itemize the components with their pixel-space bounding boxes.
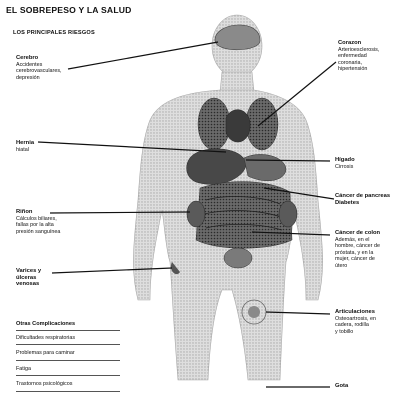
label-gota-name: Gota [335,383,348,390]
label-hernia-name: Hernia [16,140,34,147]
label-articulaciones-detail: Osteoartrosis, en cadera, rodilla y tobi… [335,316,376,336]
label-higado-name: Hígado [335,157,355,164]
label-higado: Hígado Cirrosis [335,157,355,170]
label-cerebro-detail: Accidentes cerebrovasculares, depresión [16,62,62,82]
other-complications-box: Otras Complicaciones Dificultades respir… [16,321,120,397]
label-cerebro-name: Cerebro [16,55,62,62]
label-pancreas-name: Cáncer de pancreas [335,193,390,200]
label-colon-name: Cáncer de colon [335,230,380,237]
label-rinon-detail: Cálculos biliares, fallas por la alta pr… [16,216,60,236]
complication-item: Fatiga [16,366,120,377]
complication-item: Trastornos psicológicos [16,381,120,392]
label-varices-name: Varices y úlceras venosas [16,268,41,288]
label-varices: Varices y úlceras venosas [16,268,41,288]
label-pancreas-detail: Diabetes [335,200,390,207]
label-articulaciones-name: Articulaciones [335,309,376,316]
label-cerebro: Cerebro Accidentes cerebrovasculares, de… [16,55,62,81]
page-title: EL SOBREPESO Y LA SALUD [6,5,132,15]
label-corazon: Corazon Arterioesclerosis, enfermedad co… [338,40,379,73]
label-hernia-detail: hiatal [16,147,34,154]
label-pancreas: Cáncer de pancreas Diabetes [335,193,390,206]
label-colon-detail: Además, en el hombre, cáncer de próstata… [335,237,380,270]
label-gota: Gota [335,383,348,390]
page-subtitle: LOS PRINCIPALES RIESGOS [13,30,95,36]
other-complications-title: Otras Complicaciones [16,321,120,331]
label-rinon-name: Riñon [16,209,60,216]
label-corazon-detail: Arterioesclerosis, enfermedad coronaria,… [338,47,379,73]
label-colon: Cáncer de colon Además, en el hombre, cá… [335,230,380,270]
complication-item: Problemas para caminar [16,350,120,361]
label-rinon: Riñon Cálculos biliares, fallas por la a… [16,209,60,235]
label-articulaciones: Articulaciones Osteoartrosis, en cadera,… [335,309,376,335]
label-higado-detail: Cirrosis [335,164,355,171]
label-hernia: Hernia hiatal [16,140,34,153]
complication-item: Dificultades respiratorias [16,335,120,346]
label-corazon-name: Corazon [338,40,379,47]
